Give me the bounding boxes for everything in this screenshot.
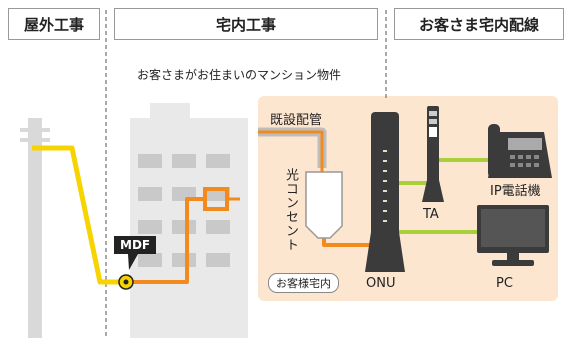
- fiber-outlet-to-onu: [322, 236, 376, 247]
- onu-device: [365, 112, 405, 272]
- mdf-pointer: [128, 254, 138, 270]
- ta-device: [422, 106, 444, 202]
- ta-label: TA: [423, 207, 439, 222]
- onu-label: ONU: [366, 276, 396, 291]
- ip-phone-label: IP電話機: [490, 184, 541, 199]
- section-header-outdoor: 屋外工事: [8, 8, 100, 40]
- drop-cable: [32, 145, 126, 285]
- utility-pole: [20, 118, 50, 338]
- section-header-customer: お客さま宅内配線: [394, 8, 564, 40]
- existing-pipe-label: 既設配管: [270, 113, 323, 128]
- pc-device: [477, 205, 549, 266]
- fiber-building: [126, 197, 205, 284]
- optical-outlet: [305, 171, 343, 239]
- section-header-indoor: 宅内工事: [114, 8, 378, 40]
- optical-outlet-label: 光コンセント: [283, 168, 298, 252]
- customer-home-label: お客様宅内: [268, 273, 339, 293]
- ip-phone-device: [488, 124, 552, 178]
- mdf-label: MDF: [114, 236, 157, 254]
- fiber-pipe-inner: [258, 130, 324, 172]
- pc-label: PC: [496, 276, 513, 291]
- building-caption: お客さまがお住まいのマンション物件: [137, 68, 342, 82]
